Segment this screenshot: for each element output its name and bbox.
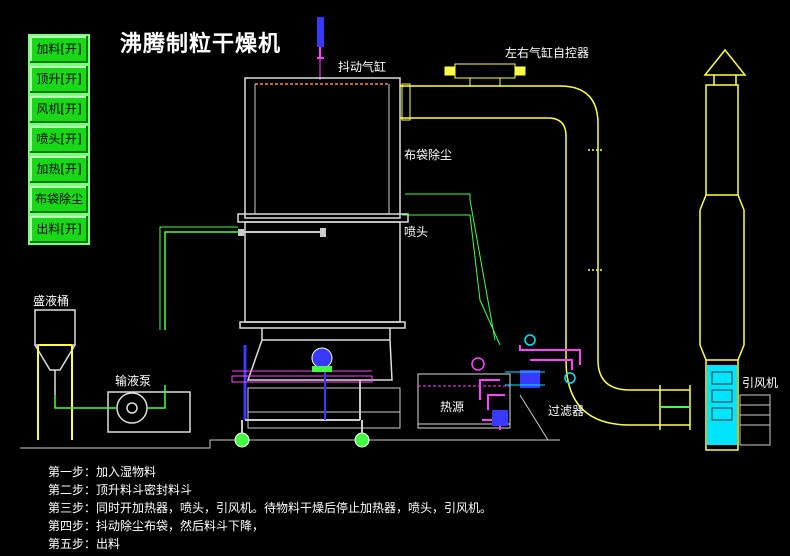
- filter-unit: [471, 334, 576, 426]
- hopper-trolley: [231, 345, 373, 448]
- filter-label: 过滤器: [548, 404, 585, 418]
- ground-line: [20, 439, 560, 449]
- fan-casing: [711, 371, 771, 446]
- cylinder-controller: [444, 63, 526, 86]
- fan-label: 引风机: [742, 376, 779, 390]
- tank-stand: [37, 344, 73, 440]
- step-4: 第四步：抖动除尘布袋，然后料斗下降，: [48, 519, 265, 533]
- filter-link: [519, 394, 549, 441]
- exhaust-stack: [699, 48, 747, 451]
- bag-dust-removal-button[interactable]: 布袋除尘: [28, 184, 90, 215]
- heat-on-button[interactable]: 加热[开]: [28, 154, 90, 185]
- fan-on-button[interactable]: 风机[开]: [28, 94, 90, 125]
- heat-source-label: 热源: [440, 400, 465, 414]
- step-3: 第三步：同时开加热器，喷头，引风机。待物料干燥后停止加热器，喷头，引风机。: [48, 501, 493, 515]
- shake-cylinder-label: 抖动气缸: [338, 60, 387, 74]
- liquid-pump-label: 输液泵: [115, 374, 152, 388]
- nozzle-label: 喷头: [404, 225, 429, 239]
- nozzle-on-button[interactable]: 喷头[开]: [28, 124, 90, 155]
- cylinder-controller-label: 左右气缸自控器: [505, 46, 590, 60]
- process-steps: 第一步：加入湿物料 第二步：顶升料斗密封料斗 第三步：同时开加热器，喷头，引风机…: [48, 463, 492, 553]
- exhaust-duct: [400, 83, 691, 430]
- step-2: 第二步：顶升料斗密封料斗: [48, 483, 193, 497]
- trolley-motor: [311, 347, 333, 372]
- step-5: 第五步：出料: [48, 537, 121, 551]
- page-title: 沸腾制粒干燥机: [120, 32, 282, 57]
- liquid-tank-label: 盛液桶: [33, 294, 70, 308]
- nozzle-link: [402, 214, 501, 346]
- step-1: 第一步：加入湿物料: [48, 465, 157, 479]
- liquid-tank: [34, 309, 76, 395]
- nozzle-pipe: [159, 226, 326, 330]
- pump-piping: [54, 385, 166, 409]
- shake-cylinder: [317, 17, 324, 80]
- bag-filter-label: 布袋除尘: [404, 148, 453, 162]
- lift-on-button[interactable]: 顶升[开]: [28, 64, 90, 95]
- discharge-on-button[interactable]: 出料[开]: [28, 214, 90, 245]
- bag-filter-link: [405, 193, 496, 341]
- liquid-pump: [107, 391, 191, 433]
- dryer-body: [237, 77, 409, 381]
- feed-on-button[interactable]: 加料[开]: [28, 34, 90, 65]
